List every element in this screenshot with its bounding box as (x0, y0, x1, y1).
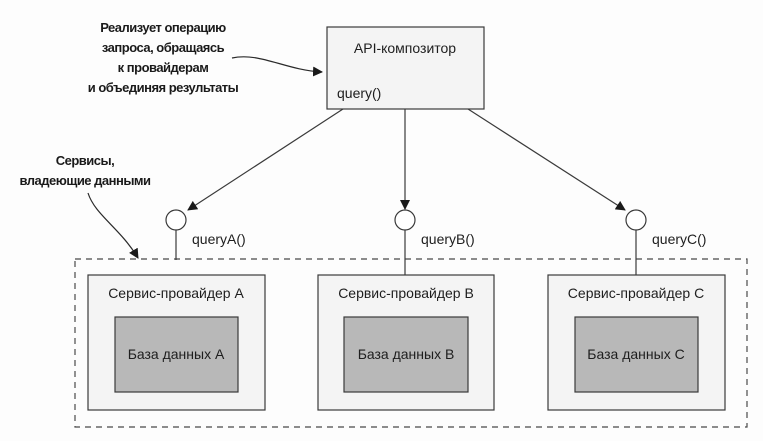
provider-b-name: Сервис-провайдер B (338, 285, 474, 301)
composer-note-line-3: к провайдерам (118, 60, 209, 75)
services-note-pointer (87, 192, 139, 259)
composer-note-pointer (231, 56, 323, 77)
api-composer-method: query() (337, 85, 381, 101)
composer-note-line-2: запроса, обращаясь (102, 40, 225, 55)
call-arrow-c (467, 108, 626, 211)
provider-a: queryA() Сервис-провайдер A База данных … (87, 209, 266, 411)
provider-b: queryB() Сервис-провайдер B База данных … (317, 209, 495, 411)
interface-b-label: queryB() (421, 231, 475, 247)
database-a-box (114, 316, 239, 393)
interface-a-lollipop-icon (165, 209, 187, 231)
provider-c: queryC() Сервис-провайдер C База данных … (547, 209, 726, 411)
provider-c-name: Сервис-провайдер C (568, 285, 704, 301)
api-composer: API-композитор query() (326, 26, 485, 110)
interface-a-label: queryA() (192, 231, 246, 247)
database-a-label: База данных A (128, 346, 225, 362)
database-b-box (343, 316, 469, 393)
composer-note-line-1: Реализует операцию (100, 20, 226, 35)
composer-note-line-4: и объединяя результаты (88, 80, 239, 95)
api-composer-box (326, 26, 485, 110)
database-c-label: База данных C (587, 346, 684, 362)
interface-c-lollipop-icon (625, 209, 647, 231)
data-owning-services-boundary (74, 258, 748, 428)
database-b-label: База данных B (358, 346, 455, 362)
database-c-box (574, 316, 699, 393)
interface-c-label: queryC() (652, 231, 706, 247)
services-annotation: Сервисы, владеющие данными (19, 153, 151, 188)
composer-annotation: Реализует операцию запроса, обращаясь к … (88, 20, 239, 95)
api-composer-title: API-композитор (354, 40, 456, 56)
provider-a-name: Сервис-провайдер A (108, 285, 244, 301)
services-note-line-2: владеющие данными (19, 173, 151, 188)
interface-b-lollipop-icon (394, 209, 416, 231)
services-note-line-1: Сервисы, (56, 153, 115, 168)
call-arrow-a (187, 108, 344, 211)
